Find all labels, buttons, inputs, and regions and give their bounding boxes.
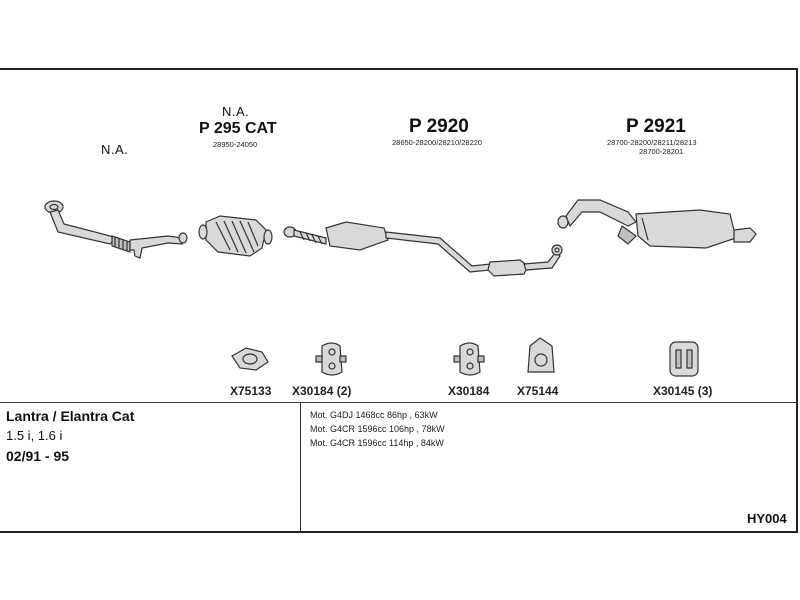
vehicle-model: Lantra / Elantra Cat [6,408,135,424]
flange-gasket-icon [527,337,555,373]
section-3-oem-number: 28650-28200/28210/28220 [392,138,483,147]
rear-silencer-drawing [557,199,757,249]
diagram-frame [0,68,798,533]
diagram-code: HY004 [747,511,787,526]
engine-spec-3: Mot. G4CR 1596cc 114hp , 84kW [310,438,444,448]
rubber-hanger-icon [315,342,347,376]
section-3-part-number: P 2920 [409,116,469,137]
vehicle-engines: 1.5 i, 1.6 i [6,428,63,443]
fitting-code-5: X30145 (3) [653,384,713,398]
engine-spec-1: Mot. G4DJ 1468cc 86hp , 63kW [310,410,438,420]
rubber-mount-icon [669,341,699,377]
divider-horizontal [0,402,798,403]
catalytic-converter-drawing [198,215,273,257]
section-2-label-top: N.A. [222,104,250,119]
fitting-code-2: X30184 (2) [292,384,352,398]
section-4-oem-number-2: 28700-28201 [639,147,684,156]
divider-vertical [300,402,301,533]
section-2-oem-number: 28950-24050 [213,140,258,149]
section-4-oem-number-1: 28700-28200/28211/28213 [607,138,697,147]
middle-pipe-drawing [283,221,563,277]
fitting-code-1: X75133 [230,384,272,398]
fitting-code-3: X30184 [448,384,490,398]
front-pipe-drawing [44,200,188,259]
rubber-hanger-icon [453,342,485,376]
gasket-ring-icon [231,347,269,371]
section-2-part-number: P 295 CAT [199,120,277,137]
section-1-label: N.A. [101,142,129,157]
fitting-code-4: X75144 [517,384,559,398]
engine-spec-2: Mot. G4CR 1596cc 106hp , 78kW [310,424,445,434]
vehicle-years: 02/91 - 95 [6,448,70,464]
section-4-part-number: P 2921 [626,116,686,137]
exhaust-parts-drawing [44,199,757,377]
